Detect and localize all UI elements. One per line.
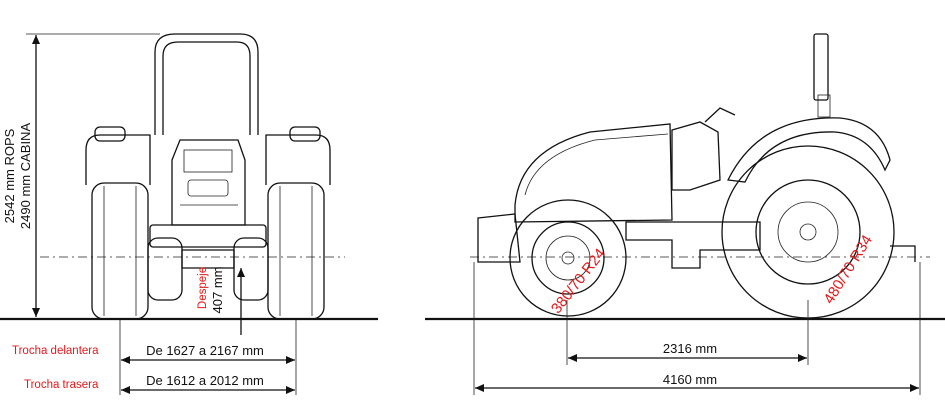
left-rear-tire xyxy=(91,182,149,320)
height-rops-label: 2542 mm ROPS xyxy=(2,128,17,223)
front-axle xyxy=(149,224,267,248)
front-view-drawing xyxy=(0,33,378,321)
rear-tire-label: 480/70 R34 xyxy=(820,232,876,307)
drawbar xyxy=(890,245,916,262)
wheelbase-label: 2316 mm xyxy=(663,341,717,356)
rear-wheel xyxy=(721,145,895,319)
chassis xyxy=(625,221,761,269)
front-track-label: Trocha delantera xyxy=(12,345,99,357)
clearance-label: Despeje xyxy=(197,267,209,309)
rear-fender xyxy=(727,117,891,183)
rear-track-value: De 1612 a 2012 mm xyxy=(146,373,264,388)
left-fender xyxy=(85,134,151,185)
hood-grille xyxy=(171,139,246,226)
height-cab-label: 2490 mm CABINA xyxy=(18,123,33,230)
exhaust-pipe xyxy=(813,33,829,101)
left-front-tire xyxy=(147,237,183,301)
rops-frame xyxy=(154,33,259,135)
steering-wheel xyxy=(704,107,736,123)
right-rear-tire xyxy=(267,182,325,320)
right-front-tire xyxy=(233,237,269,301)
clearance-value: 407 mm xyxy=(210,267,225,314)
total-length-label: 4160 mm xyxy=(663,372,717,387)
rear-track-label: Trocha trasera xyxy=(24,379,99,391)
side-view-drawing xyxy=(425,33,945,321)
right-fender xyxy=(265,134,331,185)
hood xyxy=(514,123,673,223)
seat xyxy=(671,121,721,191)
front-weights xyxy=(477,213,521,263)
front-track-value: De 1627 a 2167 mm xyxy=(146,343,264,358)
front-wheel xyxy=(509,199,627,317)
